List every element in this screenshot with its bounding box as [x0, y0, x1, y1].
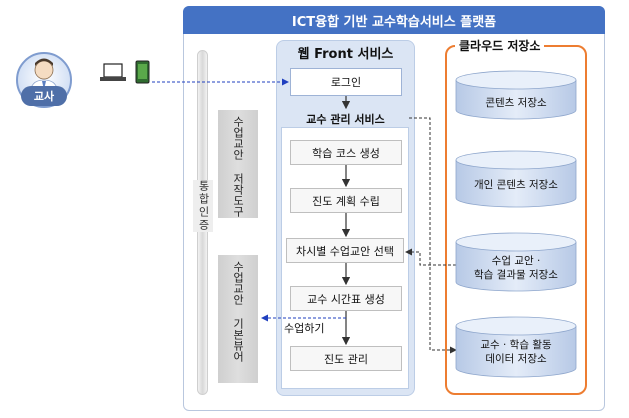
step-progress-manage[interactable]: 진도 관리: [290, 346, 402, 371]
tablet-icon: [135, 60, 150, 84]
store-label-content: 콘텐츠 저장소: [485, 97, 547, 109]
store-label-lesson-result: 수업 교안 · 학습 결과물 저장소: [474, 255, 558, 281]
step-progress-plan[interactable]: 진도 계획 수립: [290, 188, 402, 213]
cloud-storage-title: 클라우드 저장소: [455, 37, 545, 54]
authoring-tool-box: 수업교안 저작도구: [218, 110, 258, 218]
platform-title: ICT융합 기반 교수학습서비스 플랫폼: [183, 6, 605, 34]
laptop-icon: [100, 63, 126, 81]
web-front-title: 웹 Front 서비스: [297, 46, 394, 62]
store-label-personal: 개인 콘텐츠 저장소: [474, 179, 558, 191]
integrated-auth-label: 통합인증: [193, 180, 213, 232]
cylinder-lesson-result-store: [455, 232, 577, 292]
cylinder-personal-store: [455, 150, 577, 208]
teaching-service-title: 교수 관리 서비스: [306, 113, 385, 126]
cylinder-content-store: [455, 70, 577, 120]
cylinder-activity-data-store: [455, 316, 577, 378]
teach-label: 수업하기: [284, 322, 325, 335]
step-course-create[interactable]: 학습 코스 생성: [290, 140, 402, 165]
authoring-tool-label: 수업교안 저작도구: [231, 116, 245, 217]
viewer-label: 수업교안 기본뷰어: [231, 261, 245, 362]
store-label-activity-data: 교수 · 학습 활동 데이터 저장소: [480, 339, 552, 365]
step-timetable-create[interactable]: 교수 시간표 생성: [290, 286, 402, 311]
step-lesson-select[interactable]: 차시별 수업교안 선택: [286, 238, 404, 263]
teacher-label: 교사: [21, 86, 67, 106]
login-box[interactable]: 로그인: [290, 68, 402, 96]
viewer-box: 수업교안 기본뷰어: [218, 255, 258, 383]
